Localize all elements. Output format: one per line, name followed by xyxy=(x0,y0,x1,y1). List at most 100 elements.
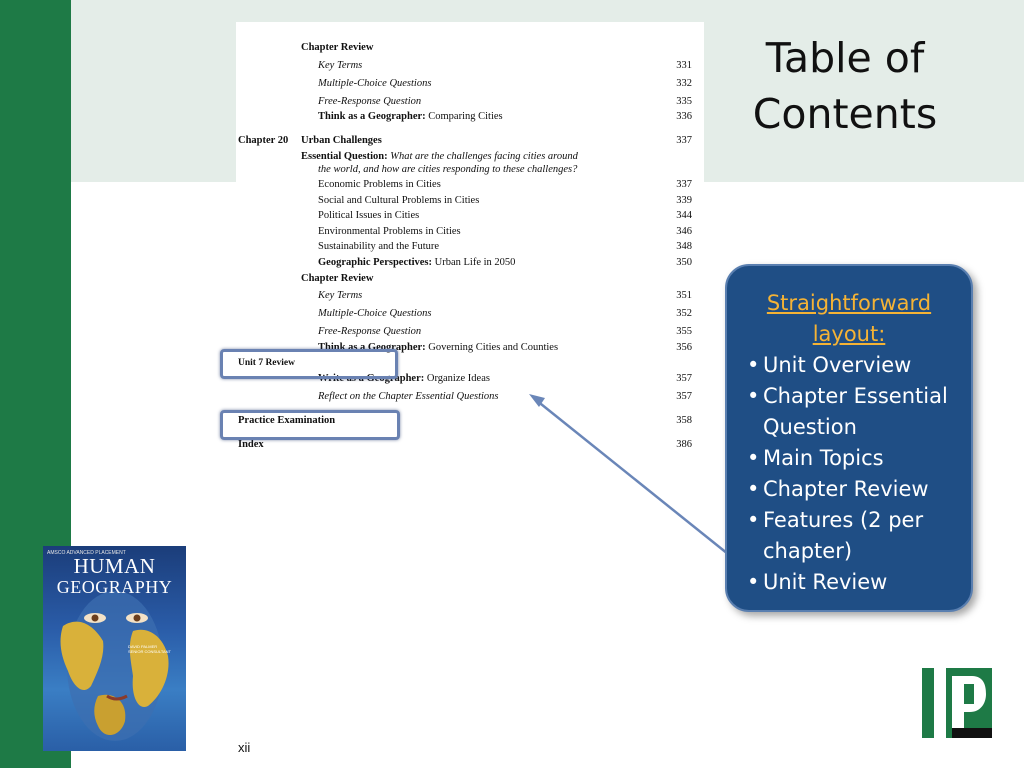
toc-row: Think as a Geographer: Comparing Cities … xyxy=(236,111,692,125)
book-title-line: GEOGRAPHY xyxy=(56,577,173,597)
toc-row: Multiple-Choice Questions 332 xyxy=(236,78,692,92)
toc-row: Environmental Problems in Cities 346 xyxy=(236,226,692,240)
toc-chapter-label: Chapter 20 xyxy=(238,135,289,146)
toc-page-number: 348 xyxy=(676,241,692,252)
toc-entry: Geographic Perspectives: Urban Life in 2… xyxy=(318,257,515,268)
toc-page-number: 356 xyxy=(676,342,692,353)
toc-entry: Key Terms xyxy=(318,290,363,301)
toc-page-number: 350 xyxy=(676,257,692,268)
toc-feature-text: Urban Life in 2050 xyxy=(434,257,516,268)
toc-page-number: 355 xyxy=(676,326,692,337)
toc-chapter-title: Urban Challenges xyxy=(301,135,382,146)
toc-section-heading: Chapter Review xyxy=(301,273,374,284)
toc-row: Chapter Review xyxy=(236,273,692,287)
callout-list-item: •Unit Overview xyxy=(745,350,960,381)
callout-list-item: •Main Topics xyxy=(745,443,960,474)
callout-heading: Straightforward layout: xyxy=(727,288,971,350)
callout-item-text: Chapter Review xyxy=(763,477,929,501)
toc-entry: Social and Cultural Problems in Cities xyxy=(318,195,480,206)
toc-entry: Think as a Geographer: Governing Cities … xyxy=(318,342,558,353)
callout-item-text: Unit Overview xyxy=(763,353,912,377)
toc-row: Sustainability and the Future 348 xyxy=(236,241,692,255)
callout-item-text: Features (2 per chapter) xyxy=(763,508,924,563)
toc-row: Free-Response Question 335 xyxy=(236,96,692,110)
bullet-icon: • xyxy=(747,570,760,594)
toc-page-number: 339 xyxy=(676,195,692,206)
bullet-icon: • xyxy=(747,353,760,377)
toc-page-number: 336 xyxy=(676,111,692,122)
book-author: SENIOR CONSULTANT xyxy=(128,649,171,654)
toc-row: Index 386 xyxy=(236,439,692,453)
callout-list-item: •Unit Review xyxy=(745,567,960,598)
bullet-icon: • xyxy=(747,446,760,470)
toc-feature-label: Think as a Geographer: xyxy=(318,342,426,353)
slide-title-line: Table of xyxy=(765,34,925,82)
toc-row: Political Issues in Cities 344 xyxy=(236,210,692,224)
toc-unit-review: Unit 7 Review xyxy=(238,358,295,368)
toc-feature-text: Organize Ideas xyxy=(426,373,490,384)
toc-row: Chapter Review xyxy=(236,42,692,56)
book-cover-image: AMSCO ADVANCED PLACEMENT HUMAN GEOGRAPHY… xyxy=(43,546,186,751)
toc-eq-label: Essential Question: xyxy=(301,151,388,162)
book-author: DAVID PALMER xyxy=(128,644,158,649)
toc-entry: Multiple-Choice Questions xyxy=(318,308,432,319)
callout-heading-line: Straightforward xyxy=(766,291,932,315)
bullet-icon: • xyxy=(747,508,760,532)
toc-entry: Think as a Geographer: Comparing Cities xyxy=(318,111,503,122)
toc-page-number: 346 xyxy=(676,226,692,237)
toc-page-number: 344 xyxy=(676,210,692,221)
toc-page-number: 357 xyxy=(676,391,692,402)
toc-entry: Free-Response Question xyxy=(318,326,422,337)
toc-page-number: 332 xyxy=(676,78,692,89)
toc-page-number: 357 xyxy=(676,373,692,384)
callout-list-item: •Chapter Essential Question xyxy=(745,381,960,443)
toc-row: Social and Cultural Problems in Cities 3… xyxy=(236,195,692,209)
callout-item-text: Unit Review xyxy=(763,570,888,594)
toc-feature-label: Geographic Perspectives: xyxy=(318,257,433,268)
toc-row: Geographic Perspectives: Urban Life in 2… xyxy=(236,257,692,271)
book-series-label: AMSCO ADVANCED PLACEMENT xyxy=(47,550,126,556)
bullet-icon: • xyxy=(747,477,760,501)
callout-item-text: Main Topics xyxy=(763,446,884,470)
toc-row: Reflect on the Chapter Essential Questio… xyxy=(236,391,692,405)
toc-row: the world, and how are cities responding… xyxy=(236,164,692,178)
book-cover-art xyxy=(60,591,169,741)
publisher-logo xyxy=(922,668,992,738)
book-authors: DAVID PALMER SENIOR CONSULTANT xyxy=(128,644,171,654)
toc-row: Essential Question: What are the challen… xyxy=(236,151,692,165)
toc-eq-text: What are the challenges facing cities ar… xyxy=(390,151,578,162)
toc-entry: Reflect on the Chapter Essential Questio… xyxy=(318,391,499,402)
toc-entry: Essential Question: What are the challen… xyxy=(301,151,578,162)
toc-page-number: 358 xyxy=(676,415,692,426)
unit-review-highlight-box xyxy=(220,349,398,379)
toc-row: Unit 7 Review xyxy=(236,358,692,372)
toc-page-number: 337 xyxy=(676,135,692,146)
toc-feature-text: Comparing Cities xyxy=(428,111,503,122)
toc-entry: Economic Problems in Cities xyxy=(318,179,441,190)
toc-eq-text: the world, and how are cities responding… xyxy=(318,164,578,175)
book-title: HUMAN GEOGRAPHY xyxy=(43,556,186,598)
toc-row: Chapter 20 Urban Challenges 337 xyxy=(236,135,692,149)
toc-page: Chapter Review Key Terms 331 Multiple-Ch… xyxy=(236,22,704,458)
toc-row: Economic Problems in Cities 337 xyxy=(236,179,692,193)
toc-practice-exam: Practice Examination xyxy=(238,415,336,426)
callout-box: Straightforward layout: •Unit Overview •… xyxy=(725,264,973,612)
toc-page-number: 331 xyxy=(676,60,692,71)
toc-page-number: 351 xyxy=(676,290,692,301)
toc-row: Key Terms 351 xyxy=(236,290,692,304)
bullet-icon: • xyxy=(747,384,760,408)
toc-entry: Key Terms xyxy=(318,60,363,71)
toc-entry: Free-Response Question xyxy=(318,96,422,107)
toc-entry: Multiple-Choice Questions xyxy=(318,78,432,89)
toc-entry: Political Issues in Cities xyxy=(318,210,420,221)
slide-title: Table of Contents xyxy=(740,30,950,142)
toc-feature-label: Think as a Geographer: xyxy=(318,111,426,122)
callout-list-item: •Features (2 per chapter) xyxy=(745,505,960,567)
toc-entry: Sustainability and the Future xyxy=(318,241,440,252)
book-title-line: HUMAN xyxy=(73,554,156,578)
toc-row: Multiple-Choice Questions 352 xyxy=(236,308,692,322)
slide-title-line: Contents xyxy=(752,90,938,138)
toc-page-number: 335 xyxy=(676,96,692,107)
toc-entry: Environmental Problems in Cities xyxy=(318,226,461,237)
toc-index: Index xyxy=(238,439,264,450)
